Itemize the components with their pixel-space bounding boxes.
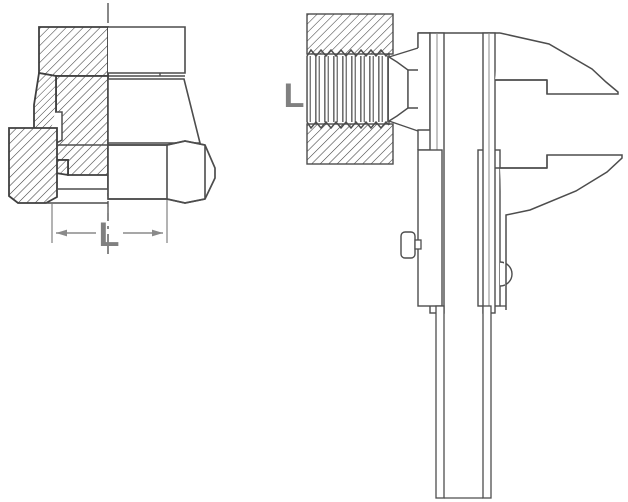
upper-section-hatch: [38, 26, 109, 77]
left-view-hex-nut-section: L: [8, 3, 216, 255]
hexagon-chamfer-bottom: [166, 198, 206, 204]
internal-thread-shading: [307, 56, 389, 122]
thread-crest-bottom: [306, 120, 390, 130]
caliper-thumb-wheel-shaft: [414, 239, 422, 250]
hexagon-chamfer-top: [166, 140, 206, 146]
cone-outline-right: [107, 78, 202, 144]
caliper-depth-bar-right: [482, 305, 492, 499]
rod-tip-upper-flare: [388, 47, 419, 58]
flange-section-hatch: [8, 127, 58, 204]
upper-outline-rect: [108, 26, 186, 74]
rod-tip-lower-flare: [388, 120, 419, 132]
dimension-L-left: L: [51, 200, 168, 254]
housing-hatch-lower: [306, 123, 394, 165]
hexagon-nut-outline: [107, 140, 216, 204]
slider-left-body: [417, 32, 431, 131]
housing-hatch-upper: [306, 13, 394, 55]
right-view-caliper-measurement: L: [284, 13, 623, 499]
caliper-slider-block-left: [417, 149, 443, 307]
caliper-thumb-wheel[interactable]: [400, 231, 416, 259]
dimension-label-L-left: L: [99, 216, 120, 254]
thread-crest-top: [306, 48, 390, 58]
dimension-label-L-right: L: [284, 77, 305, 115]
caliper-depth-bar-left: [435, 305, 445, 499]
